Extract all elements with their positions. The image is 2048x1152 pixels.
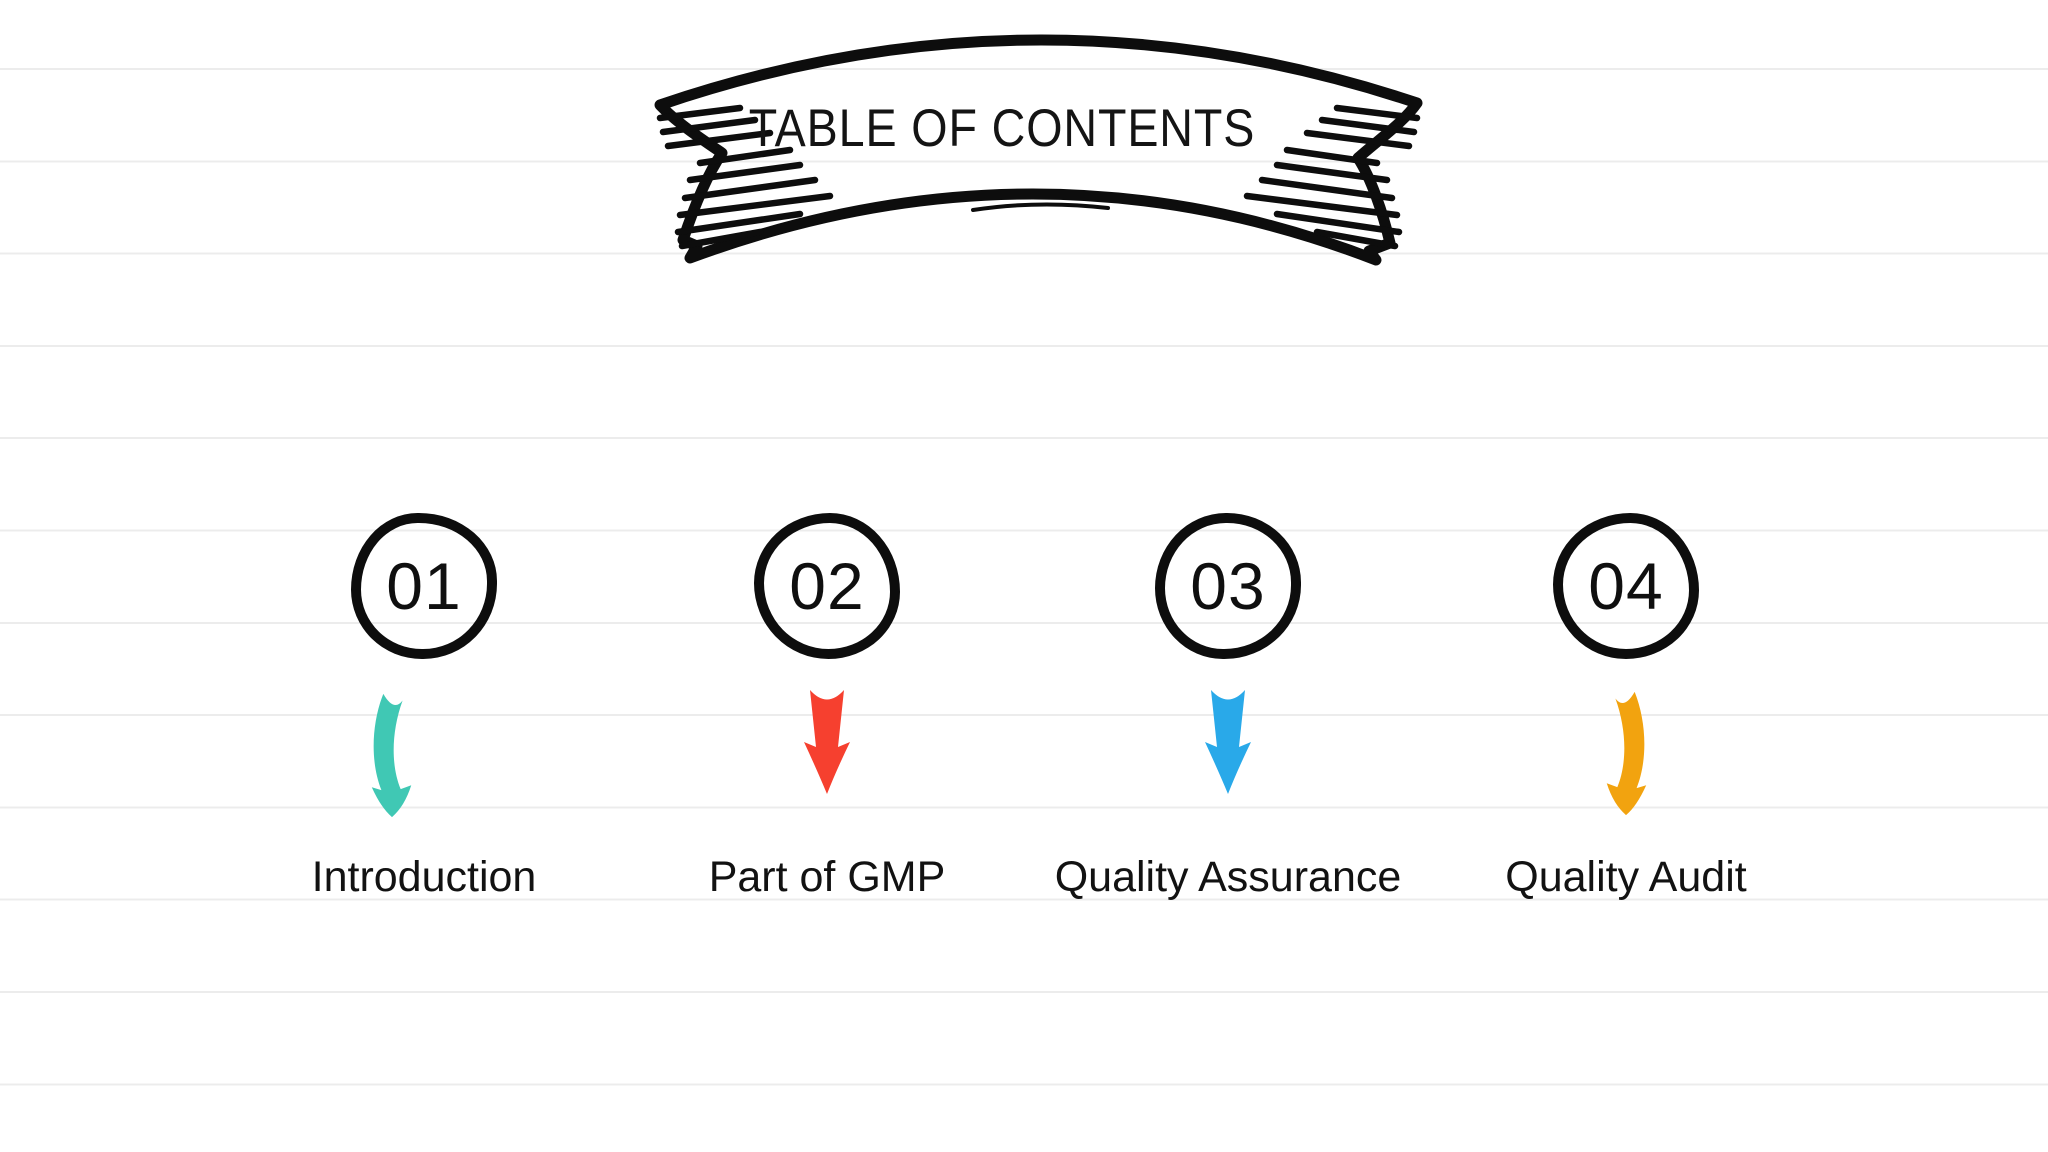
arrow-shape — [804, 690, 850, 794]
down-arrow-icon — [371, 693, 412, 818]
item-number-circle: 03 — [1155, 513, 1301, 659]
ribbon-outline — [654, 34, 1423, 266]
down-arrow-icon — [804, 690, 850, 794]
item-number-circle: 04 — [1553, 513, 1699, 659]
item-number: 01 — [386, 549, 462, 623]
arrow-shape — [1606, 691, 1647, 816]
item-number: 04 — [1588, 549, 1664, 623]
toc-item-quality-audit: 04 Quality Audit — [1446, 505, 1806, 945]
down-arrow-icon — [1205, 690, 1251, 794]
item-number: 03 — [1190, 549, 1266, 623]
toc-item-part-of-gmp: 02 Part of GMP — [647, 505, 1007, 945]
item-label: Quality Assurance — [1054, 853, 1402, 901]
down-arrow-icon — [1606, 691, 1647, 816]
arrow-shape — [1205, 690, 1251, 794]
notebook-ruled-lines — [0, 68, 2048, 1152]
ribbon-banner-graphic — [654, 34, 1423, 266]
toc-item-quality-assurance: 03 Quality Assurance — [1048, 505, 1408, 945]
title-ribbon-banner: TABLE OF CONTENTS — [643, 28, 1433, 273]
item-number-circle: 01 — [351, 513, 497, 659]
arrow-shape — [371, 693, 412, 818]
ribbon-sketch-accents — [961, 34, 1115, 212]
item-number: 02 — [789, 549, 865, 623]
item-label: Quality Audit — [1505, 853, 1747, 901]
item-label: Part of GMP — [708, 853, 946, 901]
page-title: TABLE OF CONTENTS — [748, 99, 1256, 158]
item-label: Introduction — [311, 853, 537, 901]
item-number-circle: 02 — [754, 513, 900, 659]
ribbon-hatching — [656, 104, 1421, 250]
toc-item-introduction: 01 Introduction — [244, 505, 604, 945]
